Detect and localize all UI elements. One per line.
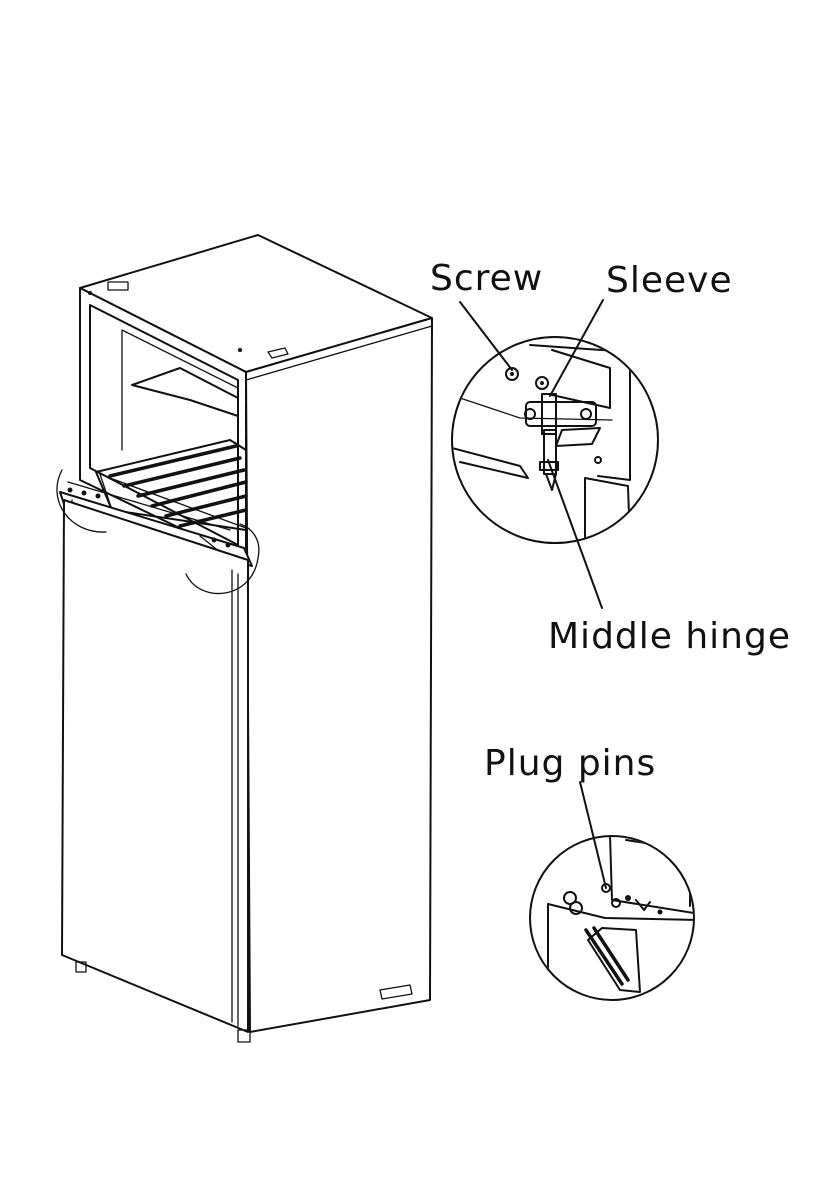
plug-pins-detail <box>530 782 700 1010</box>
refrigerator <box>57 235 432 1042</box>
cabinet-side <box>246 318 432 1032</box>
leader-plug-pins <box>580 782 606 888</box>
leader-screw <box>460 302 512 370</box>
leader-sleeve <box>550 300 603 396</box>
fridge-door <box>62 500 248 1032</box>
middle-hinge-detail <box>452 300 658 608</box>
leader-middle-hinge <box>548 460 602 608</box>
label-screw: Screw <box>430 258 543 299</box>
label-middle-hinge: Middle hinge <box>548 616 791 657</box>
label-plug-pins: Plug pins <box>484 743 656 784</box>
label-sleeve: Sleeve <box>606 260 733 301</box>
